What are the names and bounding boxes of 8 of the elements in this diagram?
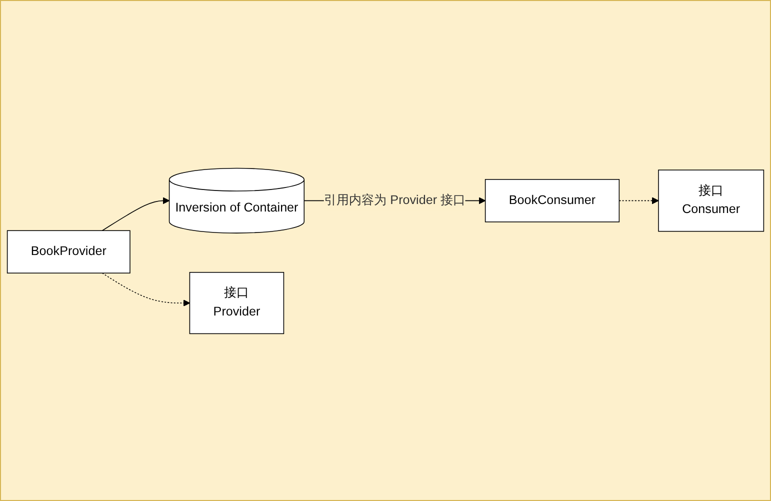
- arrow: [102, 196, 170, 231]
- node-box: BookProvider: [6, 230, 130, 273]
- node-box: 接口 Provider: [189, 271, 284, 334]
- arrow: [618, 196, 659, 204]
- edge-label: 引用内容为 Provider 接口: [324, 193, 466, 206]
- node-box: 接口 Consumer: [658, 169, 764, 232]
- arrow: [102, 272, 190, 306]
- node-box: BookConsumer: [484, 178, 620, 222]
